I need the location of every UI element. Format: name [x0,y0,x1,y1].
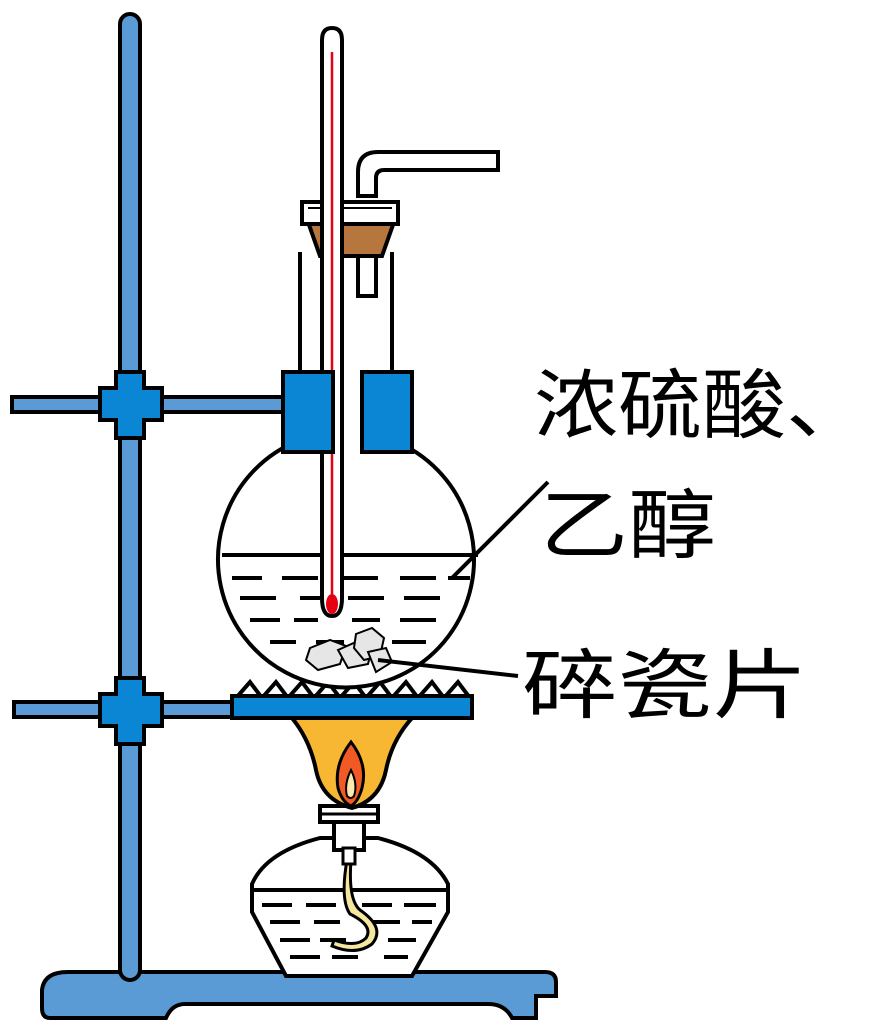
flame-icon [287,716,417,811]
porcelain-leader-line [377,658,519,678]
label-porcelain: 碎瓷片 [522,641,808,730]
reagents-leader-line [450,480,550,580]
stand-rod [118,12,142,982]
porcelain-chips [304,626,394,674]
round-bottom-flask-icon [216,252,478,690]
wire-gauze-icon [230,678,474,720]
label-reagents-line1: 浓硫酸、 [534,361,870,450]
lamp-alcohol-lines [262,903,436,959]
thermometer-icon [320,25,344,619]
lamp-wick [330,858,379,952]
label-reagents-line2: 乙醇 [540,481,716,570]
stopper-top [300,200,400,226]
clamp-jaw-left [281,370,335,454]
stand-base [40,970,558,1020]
lower-boss-head [98,676,164,746]
wick-holder [341,846,357,866]
alcohol-lamp-icon [250,804,450,978]
ring-plate [230,694,474,720]
upper-boss-head [98,370,164,440]
flame-core [345,767,357,799]
lamp-neck [332,818,366,852]
delivery-tube [356,150,500,198]
flask-outline [216,252,476,690]
liquid-dash-lines [232,576,470,644]
clamp-jaw-right [360,370,414,454]
thermometer-bulb [326,594,338,614]
